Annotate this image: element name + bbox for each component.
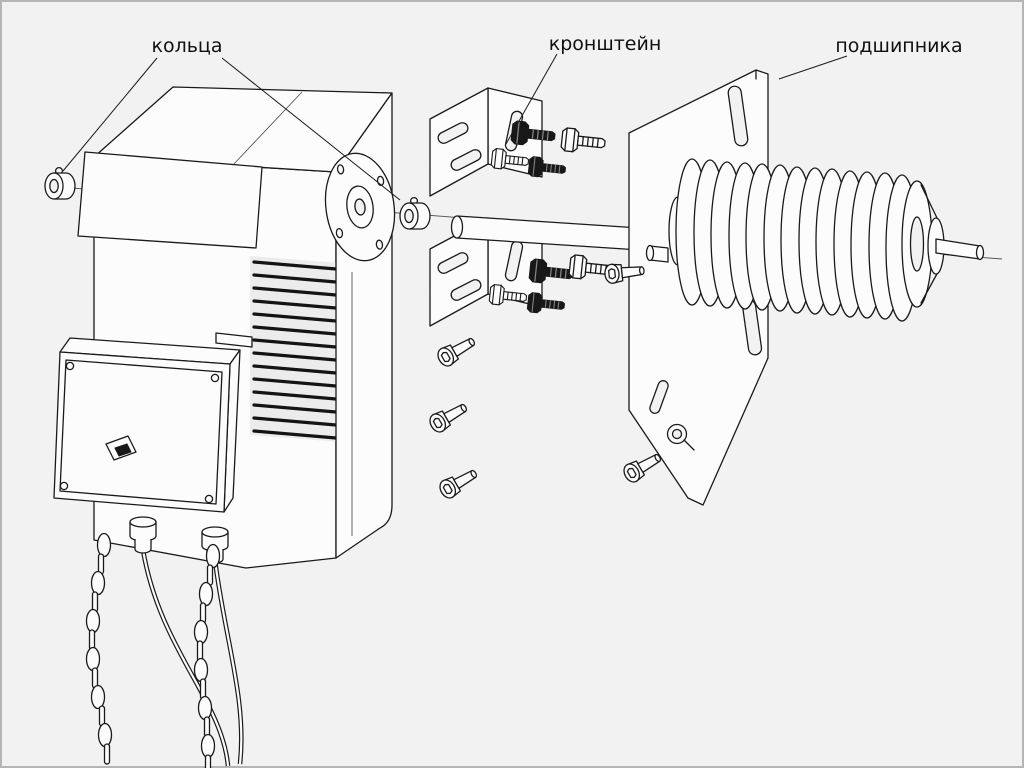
output-flange <box>324 152 396 262</box>
torsion-spring-drawing <box>668 158 985 322</box>
socket-screw-4 <box>620 448 666 486</box>
square-drive-shaft <box>105 435 137 461</box>
socket-screw-2 <box>426 398 472 436</box>
housing-right-face <box>324 92 396 559</box>
chain-left <box>85 532 113 765</box>
label-rings: кольца <box>151 35 222 57</box>
leader-line-bearing <box>778 55 848 80</box>
callouts: кольца кронштейн подшипника <box>62 33 963 201</box>
eyelet-washer <box>666 423 695 451</box>
spring-shaft-stub <box>935 238 985 261</box>
hex-bolt-dark-3 <box>528 257 575 287</box>
cables <box>140 549 244 767</box>
mounting-tab <box>215 332 253 348</box>
hex-bolt-dark-2 <box>527 155 567 181</box>
control-box <box>53 337 241 513</box>
leader-line-rings-left <box>62 57 158 172</box>
label-bracket: кронштейн <box>549 33 662 55</box>
leader-line-rings-right <box>221 57 401 201</box>
socket-screw-3 <box>436 464 482 502</box>
label-bearing: подшипника <box>835 35 962 57</box>
ring-right <box>399 196 431 230</box>
hex-bolt-light-1 <box>560 126 607 156</box>
ring-left <box>44 166 76 200</box>
spring-left-boss <box>645 244 669 263</box>
bracket-drawing <box>429 87 615 327</box>
vent-ribs <box>250 256 340 442</box>
hex-bolt-dark-4 <box>526 291 566 317</box>
motor-unit-drawing <box>53 86 396 768</box>
socket-screw-1 <box>434 332 480 370</box>
motor-front-panel <box>77 151 263 249</box>
leader-line-bracket <box>505 53 558 145</box>
